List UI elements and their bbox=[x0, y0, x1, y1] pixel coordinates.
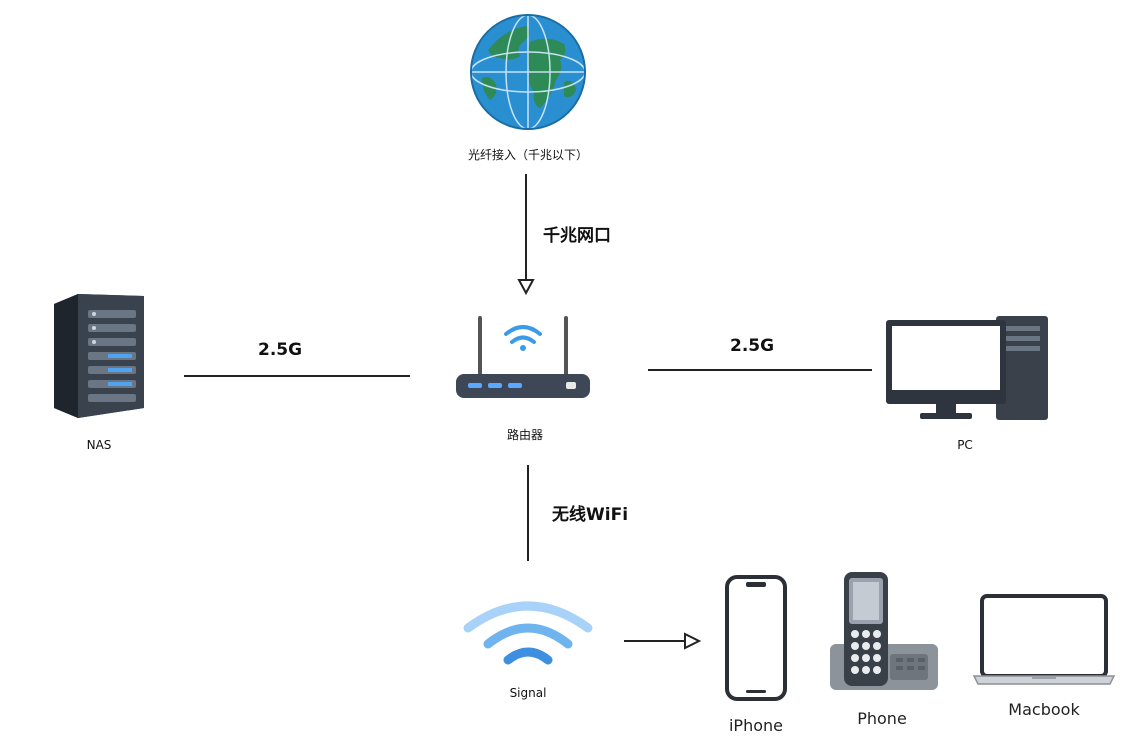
server-rack-icon bbox=[48, 290, 150, 420]
desktop-computer-icon bbox=[884, 312, 1052, 422]
signal-arrow-line bbox=[624, 640, 686, 642]
nas-link-line bbox=[184, 375, 410, 377]
cordless-phone-icon bbox=[828, 570, 940, 692]
pc-link-label: 2.5G bbox=[730, 336, 775, 356]
globe-icon bbox=[468, 12, 588, 132]
router-label: 路由器 bbox=[506, 428, 543, 442]
nas-label: NAS bbox=[86, 438, 112, 452]
wifi-signal-icon bbox=[462, 592, 594, 672]
internet-label: 光纤接入（千兆以下） bbox=[467, 148, 588, 162]
nas-link-label: 2.5G bbox=[258, 340, 303, 360]
router-icon bbox=[448, 312, 598, 402]
smartphone-icon bbox=[724, 574, 788, 702]
uplink-arrowhead-icon bbox=[516, 276, 536, 300]
uplink-line bbox=[525, 174, 527, 280]
laptop-icon bbox=[972, 594, 1116, 686]
macbook-label: Macbook bbox=[1008, 700, 1080, 719]
wireless-label: 无线WiFi bbox=[552, 505, 629, 525]
iphone-label: iPhone bbox=[728, 716, 783, 735]
signal-label: Signal bbox=[509, 686, 547, 700]
uplink-label: 千兆网口 bbox=[543, 226, 611, 246]
wireless-line bbox=[527, 465, 529, 561]
phone-label: Phone bbox=[857, 709, 907, 728]
signal-arrowhead-icon bbox=[682, 631, 702, 655]
pc-label: PC bbox=[957, 438, 973, 452]
pc-link-line bbox=[648, 369, 872, 371]
